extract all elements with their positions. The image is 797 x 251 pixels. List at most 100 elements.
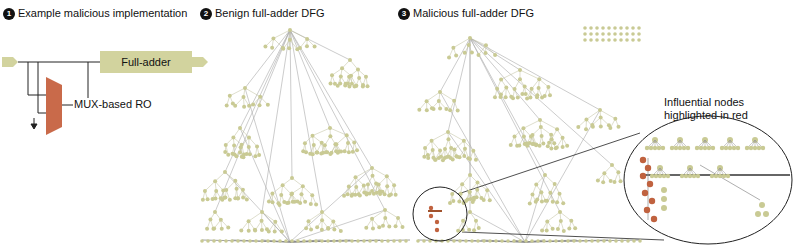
graph-node (462, 154, 466, 158)
graph-node (247, 145, 251, 149)
graph-node (228, 94, 232, 98)
graph-node (223, 195, 227, 199)
graph-edge (290, 30, 307, 39)
graph-node (545, 219, 549, 223)
graph-node (212, 226, 216, 230)
graph-node (539, 125, 543, 129)
graph-node (400, 225, 404, 229)
graph-node (647, 181, 653, 187)
graph-edge (215, 172, 225, 181)
graph-node (370, 166, 374, 170)
graph-node (271, 36, 275, 40)
graph-node (270, 46, 274, 50)
graph-node (448, 108, 452, 112)
callout-number: 3 (398, 8, 410, 20)
graph-node (383, 192, 387, 196)
graph-node (298, 201, 302, 205)
graph-node (613, 32, 617, 36)
graph-edge (440, 38, 470, 92)
graph-node (452, 99, 456, 103)
graph-node (241, 155, 245, 159)
graph-node (339, 229, 343, 233)
graph-node (583, 32, 587, 36)
graph-node (476, 239, 480, 243)
graph-node (326, 227, 330, 231)
graph-node (558, 210, 562, 214)
graph-node (467, 228, 471, 232)
graph-edge (470, 38, 486, 45)
graph-node (319, 152, 323, 156)
graph-node (303, 141, 307, 145)
graph-edge (309, 212, 322, 221)
graph-node (535, 197, 539, 201)
graph-node (601, 180, 605, 184)
graph-node (527, 141, 531, 145)
graph-node (551, 227, 555, 231)
graph-node (226, 153, 230, 157)
dfg-graphs (200, 26, 792, 244)
graph-node (540, 199, 544, 203)
graph-node (456, 109, 460, 113)
graph-edge (245, 88, 260, 97)
graph-node (309, 202, 313, 206)
graph-edge (240, 128, 290, 242)
graph-node (426, 156, 430, 160)
graph-node (278, 203, 282, 207)
graph-node (387, 225, 391, 229)
graph-node (451, 46, 455, 50)
graph-node (290, 239, 294, 243)
graph-node (560, 239, 564, 243)
graph-node (446, 137, 450, 141)
graph-node (584, 117, 588, 121)
graph-node (468, 210, 472, 214)
graph-edge (448, 38, 470, 132)
graph-node (301, 184, 305, 188)
graph-node (609, 179, 613, 183)
graph-node (288, 38, 292, 42)
graph-node (380, 239, 384, 243)
graph-node (607, 38, 611, 42)
graph-node (534, 183, 538, 187)
graph-node (255, 145, 259, 149)
graph-node (435, 228, 439, 232)
graph-node (305, 44, 309, 48)
graph-node (608, 126, 612, 130)
graph-node (540, 229, 544, 233)
graph-node (537, 77, 541, 81)
graph-node (589, 26, 593, 30)
graph-node (279, 193, 283, 197)
graph-node (559, 219, 563, 223)
graph-node (290, 192, 294, 196)
graph-node (482, 239, 486, 243)
graph-node (428, 210, 442, 212)
graph-node (386, 239, 390, 243)
graph-node (267, 230, 271, 234)
graph-node (445, 155, 449, 159)
graph-node (548, 239, 552, 243)
graph-node (284, 239, 288, 243)
graph-node (761, 146, 765, 150)
graph-node (631, 26, 635, 30)
graph-node (467, 190, 471, 194)
graph-node (602, 171, 606, 175)
graph-node (224, 143, 228, 147)
graph-node (523, 85, 527, 89)
graph-edge (261, 240, 290, 242)
graph-node (645, 146, 649, 150)
graph-node (470, 51, 474, 55)
graph-node (499, 77, 503, 81)
graph-node (495, 87, 499, 91)
graph-node (457, 200, 461, 204)
graph-node (485, 188, 489, 192)
graph-node (361, 83, 365, 87)
panel-title: Benign full-adder DFG (215, 7, 324, 20)
graph-node (366, 183, 370, 187)
graph-node (614, 239, 618, 243)
graph-node (224, 188, 228, 192)
graph-node (239, 145, 243, 149)
graph-node (223, 170, 227, 174)
graph-node (438, 107, 442, 111)
graph-node (468, 157, 472, 161)
graph-node (632, 239, 636, 243)
graph-node (201, 198, 205, 202)
